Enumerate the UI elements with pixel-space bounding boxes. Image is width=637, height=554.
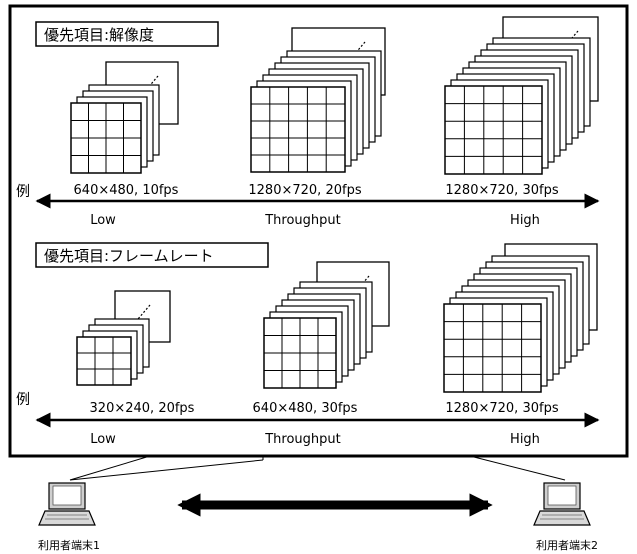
terminal-1 bbox=[38, 482, 96, 526]
resolution-axis-mid: Throughput bbox=[264, 213, 341, 228]
frame-front bbox=[443, 303, 542, 393]
framerate-spec-2: 640×480, 30fps bbox=[253, 401, 358, 416]
laptop-icon bbox=[533, 482, 591, 526]
resolution-section: 優先項目:解像度 例 640×480, 10fps 1280×720, 20fp… bbox=[16, 16, 600, 228]
framerate-axis-high: High bbox=[510, 432, 540, 447]
resolution-spec-2: 1280×720, 20fps bbox=[248, 183, 361, 198]
framerate-section: 優先項目:フレームレート 例 320×240, 20fps 640×480, 3… bbox=[16, 242, 600, 447]
laptop-icon bbox=[38, 482, 96, 526]
frame-stack-640x480-10fps bbox=[70, 61, 179, 174]
frame-front bbox=[250, 86, 346, 173]
framerate-axis-low: Low bbox=[90, 432, 116, 447]
frame-stack-320x240-20fps bbox=[76, 290, 171, 386]
resolution-axis-high: High bbox=[510, 213, 540, 228]
terminal-2-label: 利用者端末2 bbox=[536, 538, 598, 552]
frame-stack-1280x720-30fps-b bbox=[443, 243, 598, 393]
frame-front bbox=[444, 85, 543, 175]
framerate-example-label: 例 bbox=[16, 392, 30, 408]
resolution-title: 優先項目:解像度 bbox=[44, 26, 154, 44]
framerate-axis-mid: Throughput bbox=[264, 432, 341, 447]
resolution-spec-3: 1280×720, 30fps bbox=[445, 183, 558, 198]
framerate-spec-3: 1280×720, 30fps bbox=[445, 401, 558, 416]
terminal-1-label: 利用者端末1 bbox=[38, 538, 100, 552]
resolution-spec-1: 640×480, 10fps bbox=[74, 183, 179, 198]
terminal-2 bbox=[533, 482, 591, 526]
framerate-title-box bbox=[35, 242, 269, 268]
frame-stack-640x480-30fps bbox=[263, 261, 390, 389]
frame-stack-1280x720-20fps bbox=[250, 27, 386, 173]
callout-lines bbox=[69, 455, 566, 481]
frame-front bbox=[76, 336, 132, 386]
resolution-title-box bbox=[35, 21, 219, 47]
resolution-example-label: 例 bbox=[16, 184, 30, 200]
resolution-axis-low: Low bbox=[90, 213, 116, 228]
framerate-title: 優先項目:フレームレート bbox=[44, 247, 214, 265]
frame-stack-1280x720-30fps bbox=[444, 16, 599, 175]
framerate-spec-1: 320×240, 20fps bbox=[90, 401, 195, 416]
